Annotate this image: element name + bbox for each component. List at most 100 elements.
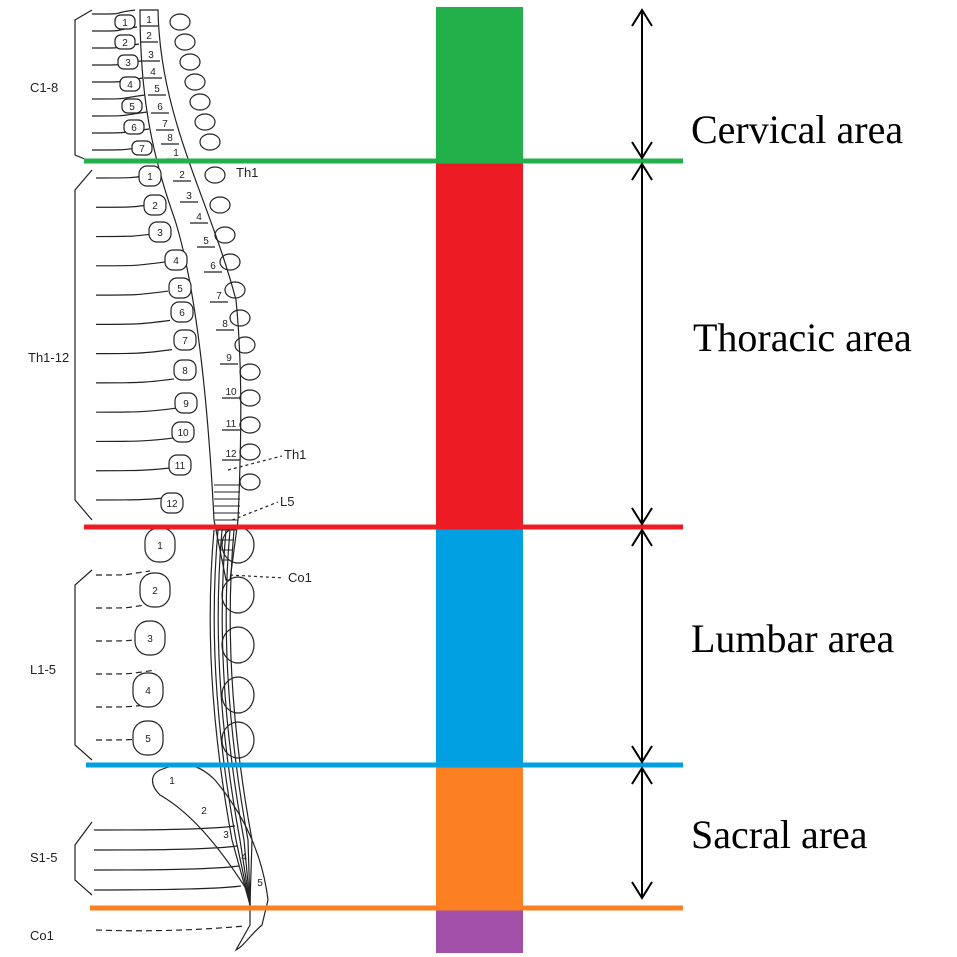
- spinous-process: [235, 337, 255, 353]
- spinous-process: [222, 722, 254, 758]
- lumbar-vertebra: 3: [135, 621, 165, 655]
- lumbar-vertebra: 4: [133, 673, 163, 707]
- cervical-vertebra: 3: [118, 55, 138, 69]
- svg-text:5: 5: [177, 284, 183, 295]
- thoracic-vertebra: 7: [174, 330, 196, 350]
- label-thoracic-segments: Th1-12: [28, 350, 69, 365]
- bar-coccygeal: [436, 908, 523, 953]
- svg-text:7: 7: [182, 336, 188, 347]
- arrow-cervical: [632, 10, 652, 158]
- spinous-process: [240, 390, 260, 406]
- svg-text:7: 7: [139, 144, 145, 155]
- bracket-lumbar: [75, 570, 92, 760]
- svg-text:11: 11: [175, 461, 186, 472]
- nerve-line: [96, 467, 180, 471]
- bar-lumbar: [436, 527, 523, 765]
- nerve-line: [96, 350, 172, 354]
- thoracic-vertebra: 5: [169, 278, 191, 298]
- spinous-process: [240, 417, 260, 433]
- cord-segment-number: 1: [173, 148, 179, 159]
- spinous-process: [195, 114, 215, 130]
- cervical-vertebra: 6: [124, 120, 144, 134]
- label-lumbar-area: Lumbar area: [691, 616, 894, 661]
- cord-segment-number: 3: [148, 50, 154, 61]
- region-color-bar: [436, 7, 523, 953]
- spinous-process: [210, 197, 230, 213]
- cauda-equina: [210, 530, 252, 905]
- nerve-line: [96, 379, 174, 383]
- svg-text:10: 10: [177, 428, 189, 439]
- cord-segment-number: 5: [154, 84, 160, 95]
- nerve-line: [94, 826, 235, 830]
- annotation-l5: L5: [280, 494, 294, 509]
- spinous-process: [240, 364, 260, 380]
- svg-text:2: 2: [122, 38, 128, 49]
- svg-text:6: 6: [179, 308, 185, 319]
- label-thoracic-area: Thoracic area: [693, 315, 912, 360]
- label-sacral-area: Sacral area: [691, 812, 868, 857]
- cord-segment-number: 7: [162, 119, 168, 130]
- svg-text:5: 5: [145, 734, 151, 745]
- sacral-number: 1: [169, 776, 175, 787]
- cord-segment-number: 4: [196, 212, 202, 223]
- conus-hatching: [214, 485, 240, 560]
- cord-segment-number: 5: [203, 236, 209, 247]
- spinous-process: [180, 54, 200, 70]
- cord-segment-number: 8: [167, 133, 173, 144]
- lumbar-vertebra: 2: [140, 573, 170, 607]
- spinous-process: [185, 74, 205, 90]
- nerve-line: [94, 886, 241, 890]
- nerve-line: [96, 437, 178, 441]
- spinous-process: [240, 444, 260, 460]
- nerve-line: [96, 262, 166, 266]
- svg-text:1: 1: [157, 541, 163, 552]
- svg-text:3: 3: [147, 634, 153, 645]
- thoracic-vertebra: 4: [165, 250, 187, 270]
- cervical-vertebra: 5: [122, 99, 142, 113]
- nerve-line: [92, 95, 145, 99]
- label-cervical-segments: C1-8: [30, 80, 58, 95]
- sacral-number: 5: [257, 878, 263, 889]
- cord-segment-number: 2: [179, 170, 185, 181]
- svg-text:1: 1: [147, 172, 153, 183]
- nerve-line: [96, 291, 168, 295]
- bar-sacral: [436, 765, 523, 908]
- sacrum-outline: [153, 765, 269, 950]
- cord-segment-number: 2: [146, 31, 152, 42]
- label-cervical-area: Cervical area: [691, 107, 903, 152]
- thoracic-vertebra: 12: [161, 493, 183, 513]
- bracket-thoracic: [75, 170, 92, 520]
- cervical-vertebra: 1: [115, 15, 135, 29]
- spinous-process: [175, 34, 195, 50]
- thoracic-vertebra: 10: [172, 422, 194, 442]
- cord-segment-number: 7: [216, 291, 222, 302]
- bar-thoracic: [436, 161, 523, 527]
- cord-segment-number: 8: [222, 319, 228, 330]
- nerve-line: [96, 408, 176, 412]
- spinous-process: [215, 227, 235, 243]
- svg-text:12: 12: [166, 499, 178, 510]
- arrow-thoracic: [632, 164, 652, 524]
- thoracic-vertebra: 6: [171, 302, 193, 322]
- spinous-process: [200, 134, 220, 150]
- svg-text:9: 9: [183, 399, 189, 410]
- svg-text:6: 6: [131, 123, 137, 134]
- arrow-lumbar: [632, 530, 652, 762]
- cord-segment-number: 6: [157, 102, 163, 113]
- svg-text:3: 3: [125, 58, 131, 69]
- cord-segment-number: 6: [210, 261, 216, 272]
- lumbar-vertebra: 1: [145, 528, 175, 562]
- spinous-process: [240, 474, 260, 490]
- label-sacral-segments: S1-5: [30, 850, 57, 865]
- label-coccygeal-segment: Co1: [30, 928, 54, 943]
- cord-segment-number: 11: [226, 419, 237, 430]
- cord-segment-number: 10: [225, 387, 237, 398]
- arrow-sacral: [632, 768, 652, 898]
- spinous-process: [205, 167, 225, 183]
- svg-text:4: 4: [145, 686, 151, 697]
- cord-segment-number: 9: [226, 353, 232, 364]
- annotation-co1: Co1: [288, 570, 312, 585]
- sacral-number: 3: [223, 830, 229, 841]
- thoracic-vertebra: 8: [174, 360, 196, 380]
